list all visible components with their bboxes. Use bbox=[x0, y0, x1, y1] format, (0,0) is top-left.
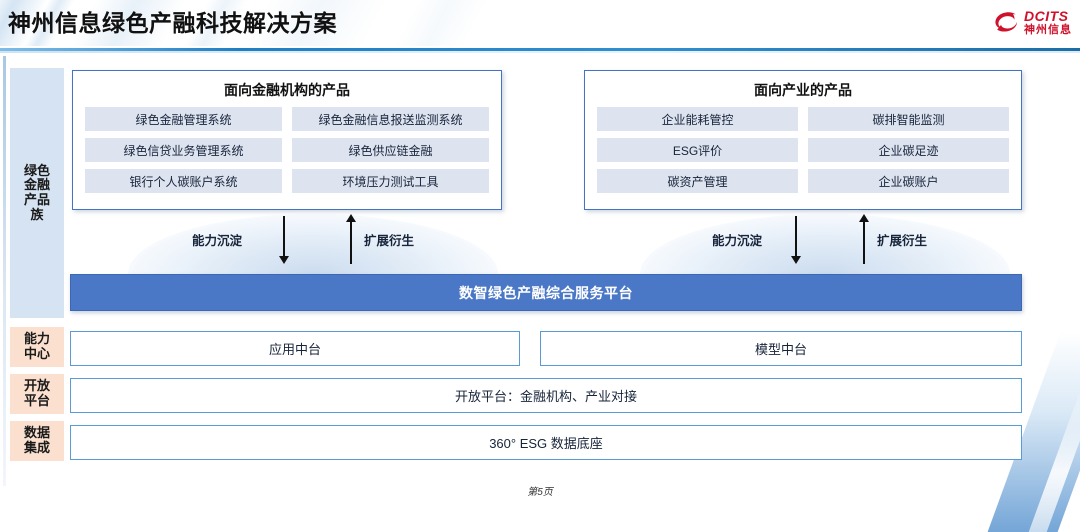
panel-financial-institution-products: 面向金融机构的产品 绿色金融管理系统 绿色金融信息报送监测系统 绿色信贷业务管理… bbox=[72, 70, 502, 210]
product-chip[interactable]: 企业能耗管控 bbox=[597, 107, 798, 131]
sidebar-item-label: 数据 集成 bbox=[23, 425, 50, 455]
capability-center-application-midend[interactable]: 应用中台 bbox=[70, 331, 520, 366]
down-arrow-head-icon bbox=[791, 256, 801, 264]
row-label: 模型中台 bbox=[754, 342, 807, 357]
product-chip[interactable]: 绿色金融信息报送监测系统 bbox=[292, 107, 489, 131]
dcits-logo-icon bbox=[993, 9, 1019, 35]
product-chip[interactable]: 银行个人碳账户系统 bbox=[85, 169, 282, 193]
sidebar-item-label: 能力 中心 bbox=[23, 331, 50, 361]
flow-arrows-right: 能力沉淀 扩展衍生 bbox=[700, 214, 940, 272]
up-arrow-head-icon bbox=[859, 214, 869, 222]
product-chip[interactable]: 企业碳足迹 bbox=[808, 138, 1009, 162]
flow-label-expansion-derivation: 扩展衍生 bbox=[877, 234, 928, 248]
left-rail-decor bbox=[3, 56, 6, 486]
page-header: 神州信息绿色产融科技解决方案 DCITS 神州信息 bbox=[0, 0, 1080, 46]
corner-streak-decor-light bbox=[1028, 382, 1080, 532]
header-divider bbox=[0, 48, 1080, 51]
logo-cn-label: 神州信息 bbox=[1024, 23, 1072, 36]
product-chip[interactable]: 绿色供应链金融 bbox=[292, 138, 489, 162]
product-chip[interactable]: 碳资产管理 bbox=[597, 169, 798, 193]
up-arrow-shaft-icon bbox=[350, 222, 352, 264]
dcits-logo: DCITS 神州信息 bbox=[993, 5, 1072, 39]
platform-label: 数智绿色产融综合服务平台 bbox=[459, 284, 633, 301]
page-number: 第5页 bbox=[527, 487, 553, 498]
flow-label-capability-precipitation: 能力沉淀 bbox=[712, 234, 763, 248]
logo-en-label: DCITS bbox=[1024, 7, 1069, 24]
flow-label-expansion-derivation: 扩展衍生 bbox=[364, 234, 415, 248]
up-arrow-head-icon bbox=[346, 214, 356, 222]
sidebar-item-capability-center[interactable]: 能力 中心 bbox=[10, 327, 64, 367]
capability-center-model-midend[interactable]: 模型中台 bbox=[540, 331, 1022, 366]
panel-title: 面向产业的产品 bbox=[754, 82, 852, 98]
product-chip[interactable]: 企业碳账户 bbox=[808, 169, 1009, 193]
row-label: 应用中台 bbox=[268, 342, 321, 357]
sidebar-item-open-platform[interactable]: 开放 平台 bbox=[10, 374, 64, 414]
down-arrow-shaft-icon bbox=[795, 216, 797, 258]
product-chip[interactable]: 绿色信贷业务管理系统 bbox=[85, 138, 282, 162]
flow-label-capability-precipitation: 能力沉淀 bbox=[192, 234, 243, 248]
flow-arrows-left: 能力沉淀 扩展衍生 bbox=[180, 214, 420, 272]
sidebar-item-green-finance-product-family[interactable]: 绿色 金融 产品 族 bbox=[10, 68, 64, 318]
product-chip[interactable]: 绿色金融管理系统 bbox=[85, 107, 282, 131]
product-chip[interactable]: ESG评价 bbox=[597, 138, 798, 162]
product-chip[interactable]: 环境压力测试工具 bbox=[292, 169, 489, 193]
open-platform-row[interactable]: 开放平台：金融机构、产业对接 bbox=[70, 378, 1022, 413]
row-label: 开放平台：金融机构、产业对接 bbox=[454, 389, 637, 404]
product-chip[interactable]: 碳排智能监测 bbox=[808, 107, 1009, 131]
sidebar-item-label: 绿色 金融 产品 族 bbox=[23, 162, 50, 222]
panel-industry-products: 面向产业的产品 企业能耗管控 碳排智能监测 ESG评价 企业碳足迹 碳资产管理 … bbox=[584, 70, 1022, 210]
sidebar-item-label: 开放 平台 bbox=[23, 378, 50, 408]
up-arrow-shaft-icon bbox=[863, 222, 865, 264]
down-arrow-head-icon bbox=[279, 256, 289, 264]
header-streak-decor bbox=[360, 0, 510, 46]
page-title: 神州信息绿色产融科技解决方案 bbox=[8, 10, 337, 36]
platform-bar[interactable]: 数智绿色产融综合服务平台 bbox=[70, 274, 1022, 311]
row-label: 360° ESG 数据底座 bbox=[489, 436, 603, 451]
dcits-logo-text: DCITS 神州信息 bbox=[1024, 9, 1072, 36]
down-arrow-shaft-icon bbox=[283, 216, 285, 258]
product-grid: 绿色金融管理系统 绿色金融信息报送监测系统 绿色信贷业务管理系统 绿色供应链金融… bbox=[73, 107, 501, 203]
sidebar-item-data-integration[interactable]: 数据 集成 bbox=[10, 421, 64, 461]
data-integration-row[interactable]: 360° ESG 数据底座 bbox=[70, 425, 1022, 460]
product-grid: 企业能耗管控 碳排智能监测 ESG评价 企业碳足迹 碳资产管理 企业碳账户 bbox=[585, 107, 1021, 203]
header-divider-shadow bbox=[0, 51, 1080, 53]
panel-title: 面向金融机构的产品 bbox=[224, 82, 350, 98]
